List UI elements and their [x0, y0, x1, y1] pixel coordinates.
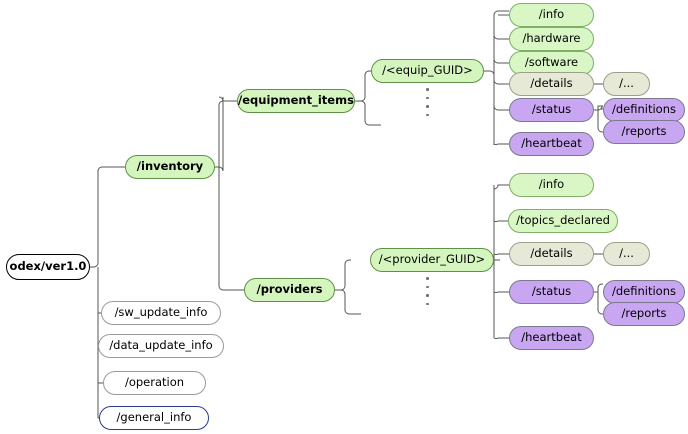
tree-node-pr_definitions[interactable]: /definitions	[603, 280, 685, 304]
tree-node-equipment_items[interactable]: /equipment_items	[237, 89, 355, 113]
tree-node-data_update[interactable]: /data_update_info	[98, 334, 224, 358]
tree-node-pr_details[interactable]: /details	[509, 242, 594, 266]
tree-node-pr_topics[interactable]: /topics_declared	[508, 209, 618, 233]
tree-node-root[interactable]: odex/ver1.0	[6, 254, 90, 280]
tree-node-pr_info[interactable]: /info	[509, 173, 594, 197]
tree-node-eq_details[interactable]: /details	[509, 72, 594, 96]
tree-node-operation[interactable]: /operation	[103, 371, 206, 395]
tree-node-eq_hardware[interactable]: /hardware	[509, 27, 594, 51]
tree-node-pr_status[interactable]: /status	[509, 280, 594, 304]
vertical-ellipsis-provider-ellipsis	[426, 277, 429, 305]
tree-node-eq_reports[interactable]: /reports	[603, 120, 685, 144]
tree-node-eq_definitions[interactable]: /definitions	[603, 98, 685, 122]
tree-node-eq_details_more[interactable]: /...	[603, 72, 650, 96]
tree-node-eq_software[interactable]: /software	[509, 51, 594, 75]
tree-node-eq_status[interactable]: /status	[509, 98, 594, 122]
tree-node-eq_info[interactable]: /info	[509, 3, 594, 27]
tree-node-pr_heartbeat[interactable]: /heartbeat	[509, 326, 594, 350]
tree-node-providers[interactable]: /providers	[244, 278, 335, 302]
tree-node-pr_details_more[interactable]: /...	[603, 242, 650, 266]
tree-node-pr_reports[interactable]: /reports	[603, 302, 685, 326]
tree-node-eq_heartbeat[interactable]: /heartbeat	[509, 132, 594, 156]
tree-node-provider_guid[interactable]: /<provider_GUID>	[370, 248, 494, 272]
tree-node-equip_guid[interactable]: /<equip_GUID>	[371, 59, 484, 83]
tree-node-sw_update[interactable]: /sw_update_info	[101, 301, 221, 325]
vertical-ellipsis-equip-ellipsis	[426, 88, 429, 116]
tree-node-inventory[interactable]: /inventory	[125, 155, 215, 179]
tree-node-general_info[interactable]: /general_info	[99, 406, 209, 430]
